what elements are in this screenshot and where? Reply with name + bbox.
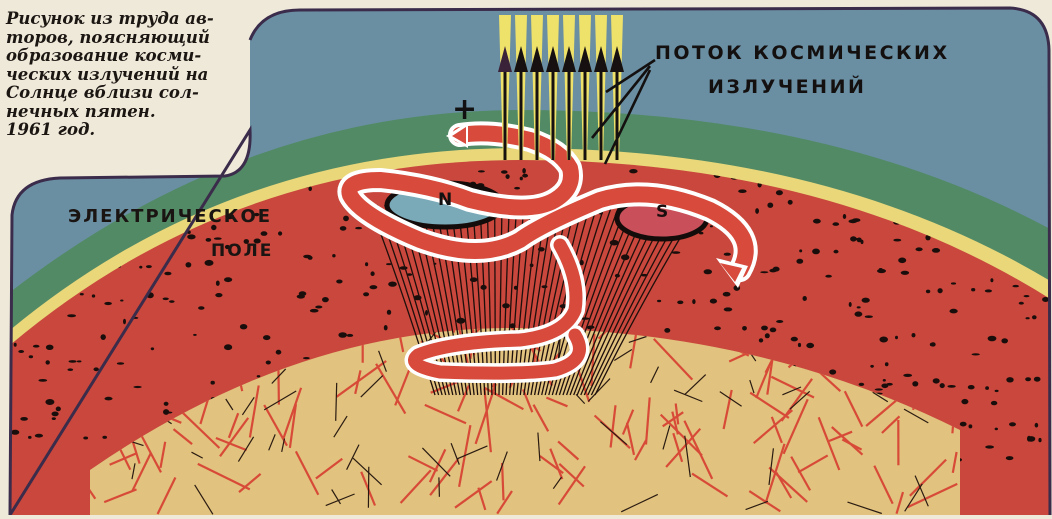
sunspot-south-label: S: [656, 202, 668, 222]
plus-sign-label: +: [452, 92, 477, 127]
electric-field-label: ЭЛЕКТРИЧЕСКОЕ: [68, 206, 272, 228]
cosmic-ray-flux-label: ПОТОК КОСМИЧЕСКИХ: [655, 42, 950, 64]
cosmic-ray-flux-label-line2: ИЗЛУЧЕНИЙ: [708, 76, 866, 98]
sunspot-north-label: N: [438, 190, 452, 210]
electric-field-label-line2: ПОЛЕ: [211, 240, 273, 262]
figure-caption: Рисунок из труда ав- торов, поясняющий о…: [6, 10, 244, 140]
